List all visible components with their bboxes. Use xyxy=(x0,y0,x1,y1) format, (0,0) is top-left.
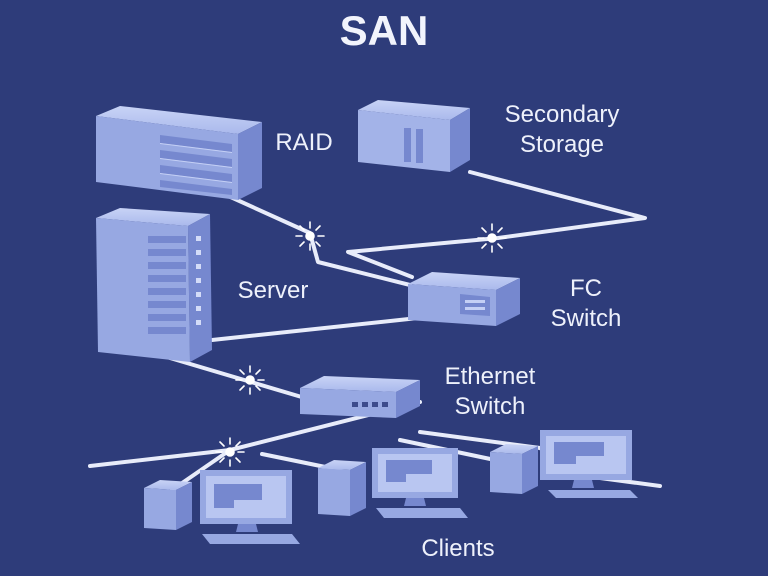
signal-node-storage xyxy=(477,223,507,253)
label-clients: Clients xyxy=(421,535,495,562)
label-fc-switch: FC Switch xyxy=(550,275,622,332)
raid-icon xyxy=(96,106,262,200)
label-secondary-storage: Secondary Storage xyxy=(504,101,620,158)
client-2-icon xyxy=(318,448,468,518)
signal-node-raid xyxy=(295,221,325,251)
label-ethernet-switch: Ethernet Switch xyxy=(444,363,536,420)
signal-nodes xyxy=(215,221,507,467)
cables xyxy=(88,170,662,492)
cable-storage-fc-switch xyxy=(346,170,647,279)
label-raid: RAID xyxy=(275,129,333,156)
label-server: Server xyxy=(237,277,309,304)
client-3-icon xyxy=(490,430,638,498)
cable-server-ethernet-switch xyxy=(168,356,307,400)
server-icon xyxy=(96,208,212,362)
secondary-storage-icon xyxy=(358,100,470,172)
signal-node-clients xyxy=(215,437,245,467)
cable-raid-fc-switch xyxy=(213,188,412,287)
signal-node-server xyxy=(235,365,265,395)
ethernet-switch-icon xyxy=(300,376,420,418)
cable-server-fc-switch xyxy=(210,316,420,342)
client-1-icon xyxy=(144,470,300,544)
diagram-title: SAN xyxy=(339,7,429,54)
fc-switch-icon xyxy=(408,272,520,326)
